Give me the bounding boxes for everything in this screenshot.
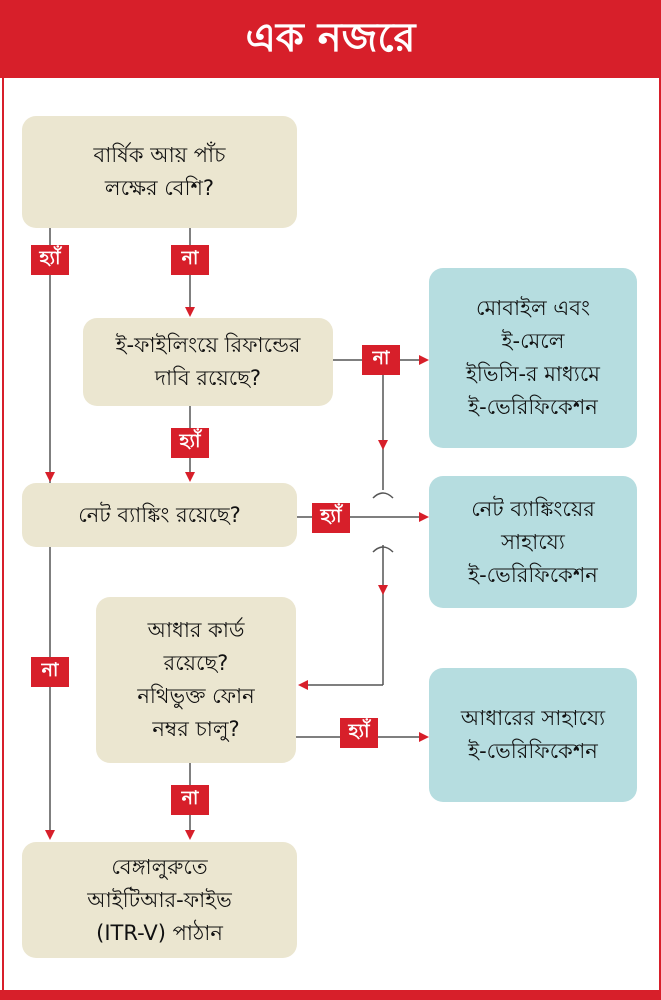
label-yes-refund: হ্যাঁ bbox=[171, 428, 209, 458]
footer-bar bbox=[0, 990, 661, 1000]
label-yes-aadhaar: হ্যাঁ bbox=[340, 718, 378, 748]
label-yes-netbanking: হ্যাঁ bbox=[312, 503, 350, 533]
result-aadhaar: আধারের সাহায্যে ই-ভেরিফিকেশন bbox=[429, 668, 637, 802]
action-send-itrv: বেঙ্গালুরুতে আইটিআর-ফাইভ (ITR-V) পাঠান bbox=[22, 842, 297, 958]
question-netbanking: নেট ব্যাঙ্কিং রয়েছে? bbox=[22, 483, 297, 547]
label-no-refund: না bbox=[362, 345, 400, 375]
page-title: এক নজরে bbox=[0, 0, 661, 78]
question-aadhaar: আধার কার্ড রয়েছে? নথিভুক্ত ফোন নম্বর চা… bbox=[96, 597, 296, 763]
line-bridge-top bbox=[372, 492, 394, 499]
result-netbanking: নেট ব্যাঙ্কিংয়ের সাহায্যে ই-ভেরিফিকেশন bbox=[429, 476, 637, 608]
label-no-income: না bbox=[171, 245, 209, 275]
label-yes-income: হ্যাঁ bbox=[31, 245, 69, 275]
label-no-netbanking: না bbox=[31, 657, 69, 687]
frame-border bbox=[2, 78, 661, 990]
question-income: বার্ষিক আয় পাঁচ লক্ষের বেশি? bbox=[22, 116, 297, 228]
result-evc: মোবাইল এবং ই-মেলে ইভিসি-র মাধ্যমে ই-ভেরি… bbox=[429, 268, 637, 448]
arrowheads bbox=[45, 307, 429, 840]
label-no-aadhaar: না bbox=[171, 785, 209, 815]
question-refund: ই-ফাইলিংয়ে রিফান্ডের দাবি রয়েছে? bbox=[83, 318, 333, 406]
